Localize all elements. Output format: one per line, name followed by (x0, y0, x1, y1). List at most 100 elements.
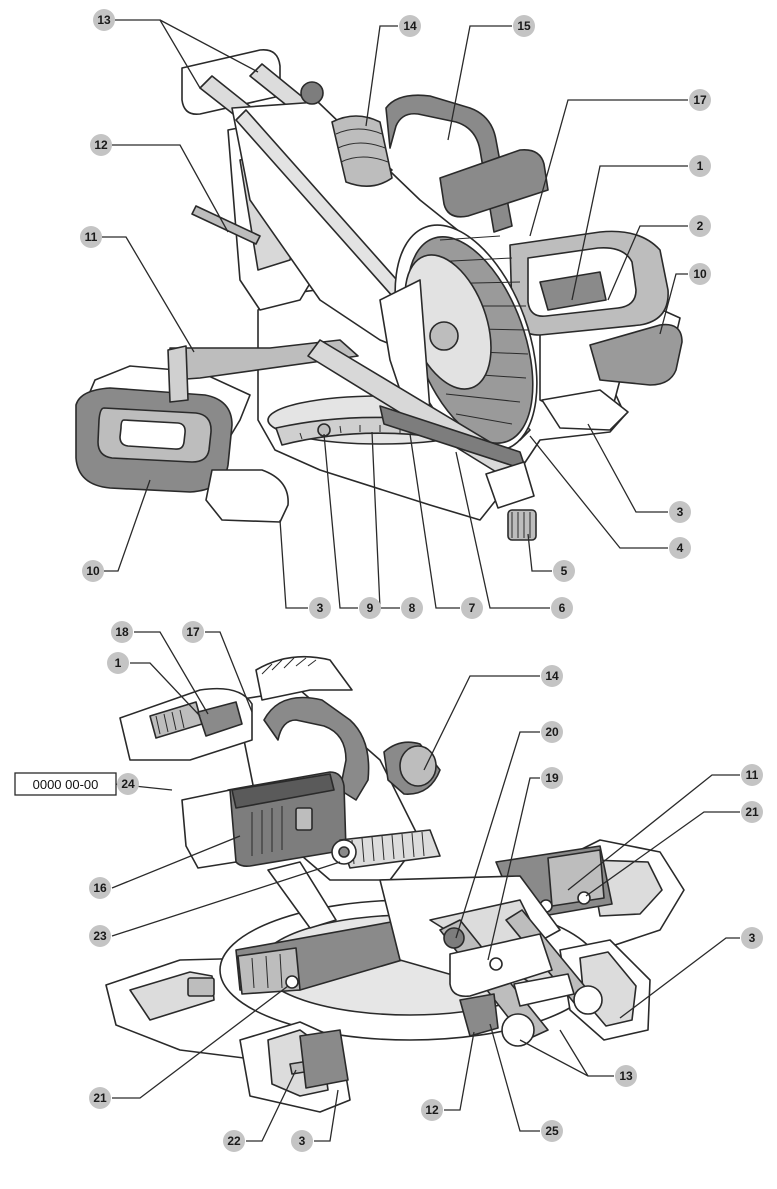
callout-badge (461, 597, 483, 619)
callout-number: 11 (85, 230, 98, 244)
callout-number: 19 (545, 771, 559, 785)
callout-c23: 23 (89, 925, 111, 947)
callout-c25: 25 (541, 1120, 563, 1142)
callout-badge (111, 621, 133, 643)
callout-number: 9 (367, 601, 374, 615)
callout-number: 22 (227, 1134, 241, 1148)
callout-c1-top: 1 (689, 155, 711, 177)
callout-number: 10 (693, 267, 707, 281)
callout-number: 3 (749, 931, 756, 945)
callout-badge (669, 537, 691, 559)
callout-c13-bot: 13 (615, 1065, 637, 1087)
callout-c19: 19 (541, 767, 563, 789)
callout-number: 3 (677, 505, 684, 519)
callout-number: 2 (697, 219, 704, 233)
date-code-text: 0000 00-00 (33, 777, 99, 792)
callout-c18: 18 (111, 621, 133, 643)
callout-number: 24 (121, 777, 135, 791)
callout-badge (399, 15, 421, 37)
callout-c5: 5 (553, 560, 575, 582)
callout-c16: 16 (89, 877, 111, 899)
callout-number: 12 (425, 1103, 439, 1117)
callout-c2: 2 (689, 215, 711, 237)
callout-c14-bot: 14 (541, 665, 563, 687)
callout-badge (541, 1120, 563, 1142)
callout-number: 18 (115, 625, 129, 639)
callout-number: 5 (561, 564, 568, 578)
saw-top-view (75, 49, 683, 541)
callout-c3-right: 3 (669, 501, 691, 523)
callout-number: 12 (94, 138, 108, 152)
callout-badge (689, 89, 711, 111)
callout-c6: 6 (551, 597, 573, 619)
callout-badge (615, 1065, 637, 1087)
callout-number: 7 (469, 601, 476, 615)
callout-badge (291, 1130, 313, 1152)
callout-number: 3 (299, 1134, 306, 1148)
callout-c21-left: 21 (89, 1087, 111, 1109)
callout-badge (551, 597, 573, 619)
callout-badge (553, 560, 575, 582)
callout-c12-top: 12 (90, 134, 112, 156)
callout-badge (741, 801, 763, 823)
callout-c13-top: 13 (93, 9, 115, 31)
callout-number: 13 (97, 13, 111, 27)
callout-badge (541, 721, 563, 743)
callout-number: 8 (409, 601, 416, 615)
callout-number: 23 (93, 929, 107, 943)
callout-number: 21 (93, 1091, 107, 1105)
callout-badge (421, 1099, 443, 1121)
saw-bottom-view (105, 655, 685, 1113)
callout-badge (107, 652, 129, 674)
callout-c9: 9 (359, 597, 381, 619)
callout-number: 20 (545, 725, 559, 739)
callout-c11-top: 11 (80, 226, 102, 248)
callout-c7: 7 (461, 597, 483, 619)
callout-badge (90, 134, 112, 156)
callout-c17-top: 17 (689, 89, 711, 111)
callout-c22: 22 (223, 1130, 245, 1152)
callout-number: 21 (745, 805, 759, 819)
callout-number: 4 (677, 541, 684, 555)
callout-c1-bot: 1 (107, 652, 129, 674)
callout-badge (359, 597, 381, 619)
callout-number: 6 (559, 601, 566, 615)
callout-number: 1 (115, 656, 122, 670)
callout-badge (689, 215, 711, 237)
callout-c10-right: 10 (689, 263, 711, 285)
callout-badge (89, 877, 111, 899)
callout-c15: 15 (513, 15, 535, 37)
callout-c8: 8 (401, 597, 423, 619)
callout-badge (541, 665, 563, 687)
callout-number: 17 (693, 93, 707, 107)
callout-c3-bottom: 3 (309, 597, 331, 619)
callout-number: 10 (86, 564, 100, 578)
callout-number: 14 (403, 19, 417, 33)
callout-badge (741, 764, 763, 786)
callout-badge (541, 767, 563, 789)
callout-c24: 24 (117, 773, 139, 795)
callout-number: 16 (93, 881, 107, 895)
callout-number: 1 (697, 159, 704, 173)
callout-number: 17 (186, 625, 200, 639)
callout-badge (82, 560, 104, 582)
callout-badge (93, 9, 115, 31)
callout-badge (89, 925, 111, 947)
callout-c12-bot: 12 (421, 1099, 443, 1121)
callout-number: 14 (545, 669, 559, 683)
callout-badge (182, 621, 204, 643)
callout-number: 3 (317, 601, 324, 615)
callout-c14-top: 14 (399, 15, 421, 37)
callout-badge (689, 155, 711, 177)
callout-badge (309, 597, 331, 619)
callout-c21-right: 21 (741, 801, 763, 823)
callout-number: 13 (619, 1069, 633, 1083)
callout-c11-bot: 11 (741, 764, 763, 786)
callout-badge (223, 1130, 245, 1152)
callout-badge (89, 1087, 111, 1109)
callout-number: 25 (545, 1124, 559, 1138)
callout-c17-bot: 17 (182, 621, 204, 643)
callout-number: 11 (746, 768, 759, 782)
callout-badge (689, 263, 711, 285)
